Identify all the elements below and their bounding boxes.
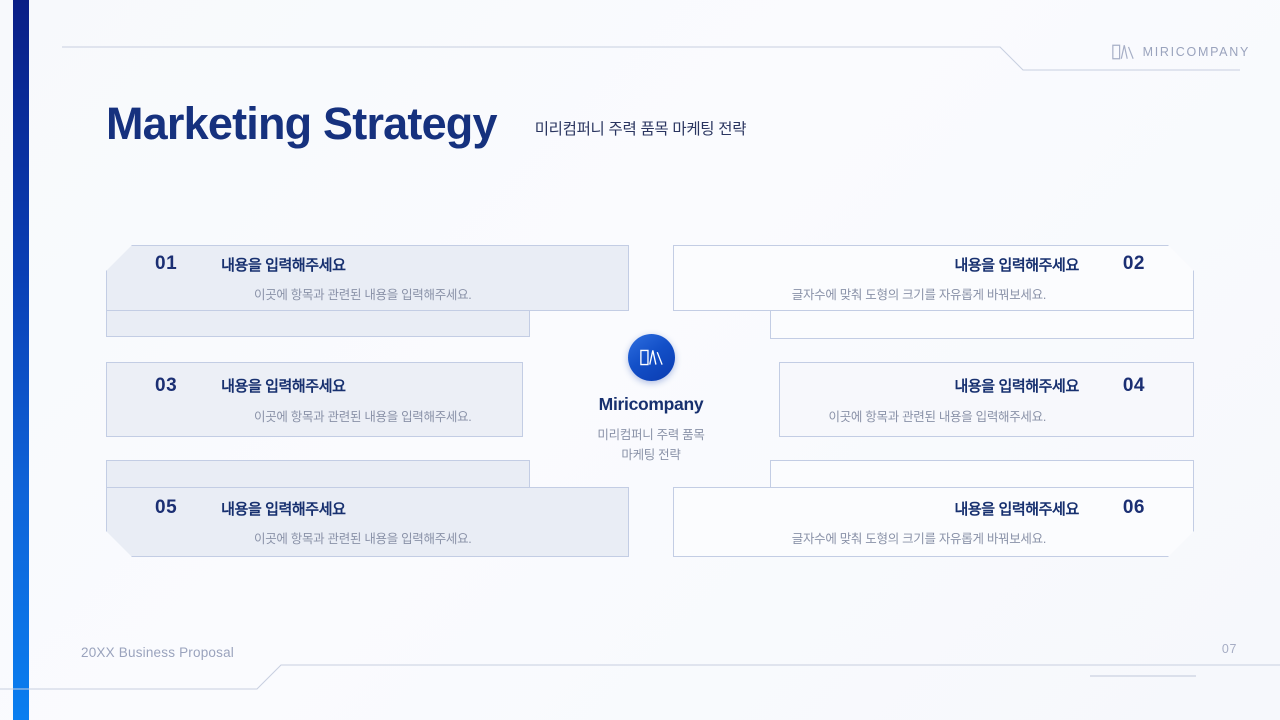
- card-02-number: 02: [1122, 253, 1145, 274]
- card-04-number: 04: [1122, 374, 1145, 396]
- card-03-content: 03 내용을 입력해주세요 이곳에 항목과 관련된 내용을 입력해주세요.: [107, 375, 522, 425]
- title-block: Marketing Strategy 미리컴퍼니 주력 품목 마케팅 전략: [106, 98, 747, 149]
- miricompany-logo-icon: [639, 349, 663, 366]
- footer-label: 20XX Business Proposal: [81, 645, 234, 660]
- card-02[interactable]: 내용을 입력해주세요 02 글자수에 맞춰 도형의 크기를 자유롭게 바꿔보세요…: [673, 245, 1194, 311]
- card-02-header-row: 내용을 입력해주세요 02: [674, 253, 1145, 275]
- card-02-body: 글자수에 맞춰 도형의 크기를 자유롭게 바꿔보세요.: [791, 288, 1046, 302]
- card-04-body: 이곳에 항목과 관련된 내용을 입력해주세요.: [828, 409, 1047, 424]
- left-accent-bar: [13, 0, 29, 720]
- card-01-content: 01 내용을 입력해주세요 이곳에 항목과 관련된 내용을 입력해주세요.: [107, 253, 628, 303]
- card-05-heading: 내용을 입력해주세요: [221, 500, 346, 518]
- card-04[interactable]: 내용을 입력해주세요 04 이곳에 항목과 관련된 내용을 입력해주세요.: [779, 362, 1194, 437]
- card-05-content: 05 내용을 입력해주세요 이곳에 항목과 관련된 내용을 입력해주세요.: [107, 497, 628, 547]
- card-06-heading: 내용을 입력해주세요: [954, 500, 1079, 518]
- card-03[interactable]: 03 내용을 입력해주세요 이곳에 항목과 관련된 내용을 입력해주세요.: [106, 362, 523, 437]
- card-06-body: 글자수에 맞춰 도형의 크기를 자유롭게 바꿔보세요.: [791, 532, 1046, 546]
- card-03-heading: 내용을 입력해주세요: [221, 378, 346, 395]
- card-03-header-row: 03 내용을 입력해주세요: [155, 375, 522, 397]
- center-brand-caption: 미리컴퍼니 주력 품목 마케팅 전략: [597, 425, 704, 466]
- card-06[interactable]: 내용을 입력해주세요 06 글자수에 맞춰 도형의 크기를 자유롭게 바꿔보세요…: [673, 487, 1194, 557]
- card-05-header-row: 05 내용을 입력해주세요: [155, 497, 628, 519]
- card-05[interactable]: 05 내용을 입력해주세요 이곳에 항목과 관련된 내용을 입력해주세요.: [106, 487, 629, 557]
- card-01-heading: 내용을 입력해주세요: [221, 256, 346, 274]
- footer-rule: [0, 664, 1280, 690]
- card-06-tail: [770, 460, 1194, 487]
- card-02-heading: 내용을 입력해주세요: [954, 256, 1079, 274]
- card-02-content: 내용을 입력해주세요 02 글자수에 맞춰 도형의 크기를 자유롭게 바꿔보세요…: [674, 253, 1193, 303]
- page-subtitle: 미리컴퍼니 주력 품목 마케팅 전략: [534, 121, 747, 139]
- card-04-heading: 내용을 입력해주세요: [954, 378, 1079, 395]
- card-04-header-row: 내용을 입력해주세요 04: [780, 375, 1145, 397]
- center-brand-block: Miricompany 미리컴퍼니 주력 품목 마케팅 전략: [551, 334, 751, 466]
- card-01[interactable]: 01 내용을 입력해주세요 이곳에 항목과 관련된 내용을 입력해주세요.: [106, 245, 629, 311]
- header-brand: MIRICOMPANY: [1111, 43, 1250, 61]
- center-brand-name: Miricompany: [598, 394, 704, 414]
- card-05-tail: [106, 460, 530, 487]
- card-06-content: 내용을 입력해주세요 06 글자수에 맞춰 도형의 크기를 자유롭게 바꿔보세요…: [674, 497, 1193, 547]
- card-05-number: 05: [155, 497, 178, 518]
- page-number: 07: [1221, 642, 1237, 656]
- header-rule: [62, 46, 1240, 71]
- card-01-number: 01: [155, 253, 178, 274]
- miricompany-logo-icon: [1111, 44, 1134, 60]
- card-06-header-row: 내용을 입력해주세요 06: [674, 497, 1145, 519]
- center-caption-line-1: 미리컴퍼니 주력 품목: [597, 428, 705, 442]
- card-04-content: 내용을 입력해주세요 04 이곳에 항목과 관련된 내용을 입력해주세요.: [780, 375, 1193, 425]
- card-03-body: 이곳에 항목과 관련된 내용을 입력해주세요.: [254, 409, 472, 424]
- card-01-tail: [106, 311, 530, 337]
- card-06-number: 06: [1122, 497, 1145, 518]
- header-brand-name: MIRICOMPANY: [1142, 45, 1250, 59]
- card-01-header-row: 01 내용을 입력해주세요: [155, 253, 628, 275]
- card-03-number: 03: [155, 374, 178, 396]
- center-caption-line-2: 마케팅 전략: [621, 448, 681, 463]
- card-01-body: 이곳에 항목과 관련된 내용을 입력해주세요.: [254, 288, 472, 302]
- card-02-tail: [770, 311, 1194, 339]
- page-title: Marketing Strategy: [106, 98, 498, 149]
- card-05-body: 이곳에 항목과 관련된 내용을 입력해주세요.: [254, 532, 472, 546]
- center-logo-badge: [627, 334, 675, 381]
